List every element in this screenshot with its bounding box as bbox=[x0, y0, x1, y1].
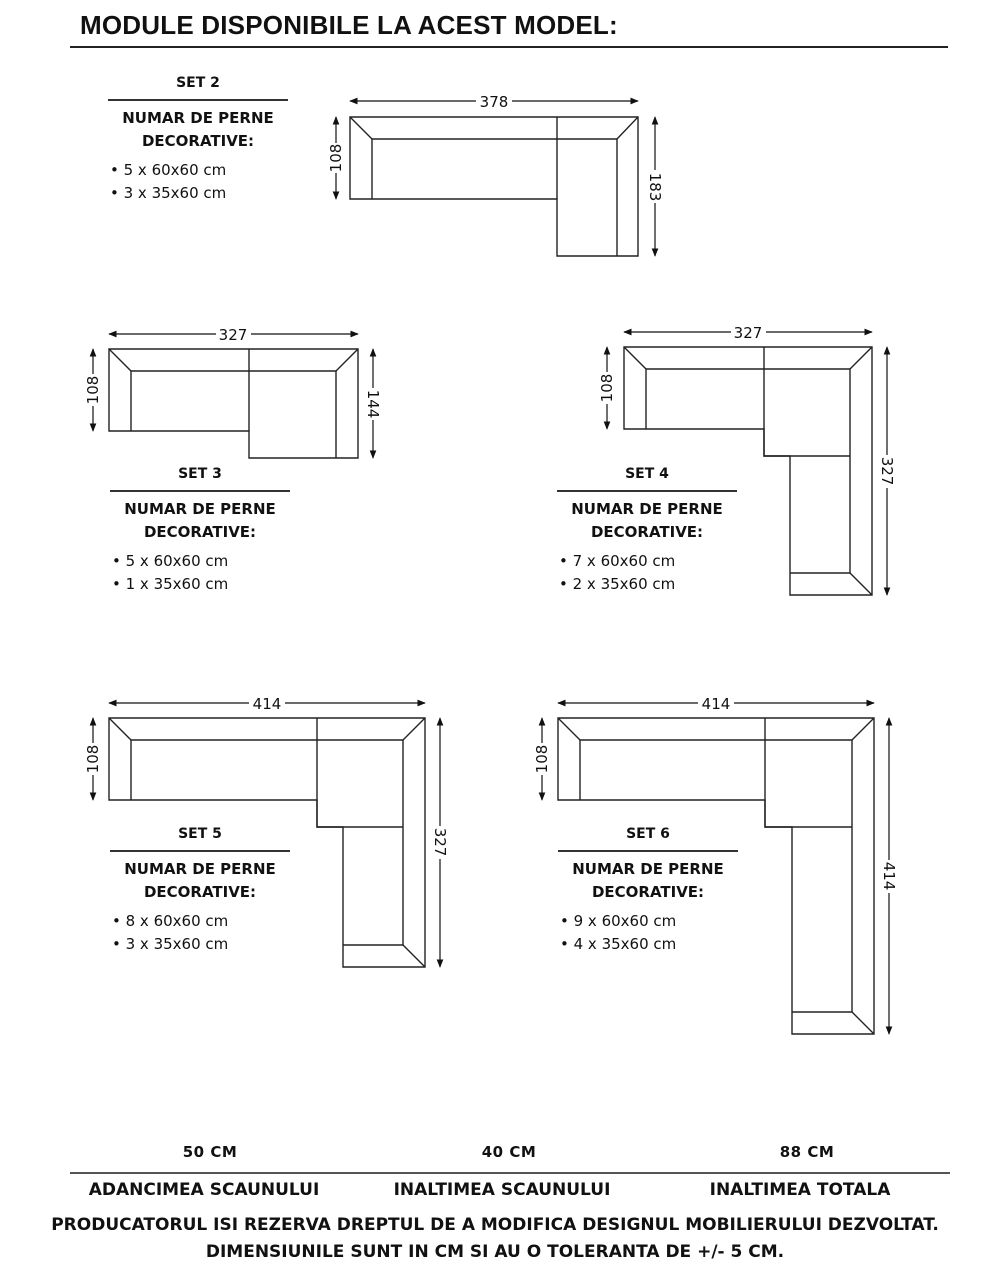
set-label: SET 2 bbox=[176, 75, 220, 91]
cushion-heading-line: NUMAR DE PERNE bbox=[571, 499, 723, 518]
seat-depth-value: 50 CM bbox=[182, 1143, 238, 1161]
set-3-depth-dim: 108 bbox=[84, 376, 102, 405]
set-3-width-dim: 327 bbox=[219, 326, 248, 344]
set-2-diagram bbox=[349, 116, 639, 257]
cushion-heading: NUMAR DE PERNE DECORATIVE: bbox=[110, 498, 290, 544]
total-height-value: 88 CM bbox=[779, 1143, 835, 1161]
cushion-list: 5 x 60x60 cm 1 x 35x60 cm bbox=[112, 550, 290, 596]
list-item: 3 x 35x60 cm bbox=[110, 182, 288, 205]
set-3-info: SET 3 NUMAR DE PERNE DECORATIVE: 5 x 60x… bbox=[110, 466, 290, 596]
list-item: 2 x 35x60 cm bbox=[559, 573, 737, 596]
set-label: SET 4 bbox=[625, 466, 669, 482]
cushion-heading-line: DECORATIVE: bbox=[143, 522, 257, 541]
set-divider bbox=[110, 850, 290, 852]
set-divider bbox=[558, 850, 738, 852]
set-4-depth-dim: 108 bbox=[598, 374, 616, 403]
set-2-side-dim: 183 bbox=[646, 173, 664, 202]
cushion-heading-line: DECORATIVE: bbox=[141, 131, 255, 150]
set-6-depth-dim: 108 bbox=[533, 745, 551, 774]
seat-height-value: 40 CM bbox=[481, 1143, 537, 1161]
set-4-diagram bbox=[623, 346, 873, 596]
cushion-heading-line: NUMAR DE PERNE bbox=[122, 108, 274, 127]
cushion-heading-line: NUMAR DE PERNE bbox=[124, 499, 276, 518]
list-item: 4 x 35x60 cm bbox=[560, 933, 738, 956]
set-label: SET 5 bbox=[178, 826, 222, 842]
set-6-info: SET 6 NUMAR DE PERNE DECORATIVE: 9 x 60x… bbox=[558, 826, 738, 956]
list-item: 3 x 35x60 cm bbox=[112, 933, 290, 956]
set-5-diagram bbox=[108, 717, 426, 968]
set-3-diagram bbox=[108, 348, 359, 459]
set-5-side-dim: 327 bbox=[431, 828, 449, 857]
set-6-side-dim: 414 bbox=[880, 862, 898, 891]
set-5-depth-dim: 108 bbox=[84, 745, 102, 774]
set-2-depth-dim: 108 bbox=[327, 144, 345, 173]
list-item: 7 x 60x60 cm bbox=[559, 550, 737, 573]
list-item: 9 x 60x60 cm bbox=[560, 910, 738, 933]
set-divider bbox=[557, 490, 737, 492]
set-4-width-dim: 327 bbox=[734, 324, 763, 342]
cushion-heading: NUMAR DE PERNE DECORATIVE: bbox=[558, 858, 738, 904]
list-item: 8 x 60x60 cm bbox=[112, 910, 290, 933]
cushion-heading-line: DECORATIVE: bbox=[590, 522, 704, 541]
cushion-heading-line: DECORATIVE: bbox=[143, 882, 257, 901]
set-2-info: SET 2 NUMAR DE PERNE DECORATIVE: 5 x 60x… bbox=[108, 75, 288, 205]
seat-height-label: INALTIMEA SCAUNULUI bbox=[393, 1180, 611, 1200]
cushion-heading: NUMAR DE PERNE DECORATIVE: bbox=[110, 858, 290, 904]
specs-divider bbox=[70, 1172, 950, 1174]
set-5-info: SET 5 NUMAR DE PERNE DECORATIVE: 8 x 60x… bbox=[110, 826, 290, 956]
set-divider bbox=[108, 99, 288, 101]
page-title: MODULE DISPONIBILE LA ACEST MODEL: bbox=[80, 10, 618, 40]
disclaimer-line-1: PRODUCATORUL ISI REZERVA DREPTUL DE A MO… bbox=[51, 1215, 939, 1235]
seat-depth-label: ADANCIMEA SCAUNULUI bbox=[88, 1180, 320, 1200]
set-divider bbox=[110, 490, 290, 492]
list-item: 1 x 35x60 cm bbox=[112, 573, 290, 596]
cushion-list: 7 x 60x60 cm 2 x 35x60 cm bbox=[559, 550, 737, 596]
cushion-list: 9 x 60x60 cm 4 x 35x60 cm bbox=[560, 910, 738, 956]
set-5-width-dim: 414 bbox=[253, 695, 282, 713]
cushion-heading: NUMAR DE PERNE DECORATIVE: bbox=[108, 107, 288, 153]
disclaimer-line-2: DIMENSIUNILE SUNT IN CM SI AU O TOLERANT… bbox=[205, 1242, 785, 1262]
cushion-heading: NUMAR DE PERNE DECORATIVE: bbox=[557, 498, 737, 544]
set-4-side-dim: 327 bbox=[878, 457, 896, 486]
total-height-label: INALTIMEA TOTALA bbox=[709, 1180, 891, 1200]
set-6-diagram bbox=[557, 717, 875, 1035]
set-4-info: SET 4 NUMAR DE PERNE DECORATIVE: 7 x 60x… bbox=[557, 466, 737, 596]
cushion-heading-line: NUMAR DE PERNE bbox=[572, 859, 724, 878]
set-2-width-dim: 378 bbox=[480, 93, 509, 111]
cushion-list: 5 x 60x60 cm 3 x 35x60 cm bbox=[110, 159, 288, 205]
set-label: SET 3 bbox=[178, 466, 222, 482]
set-3-side-dim: 144 bbox=[364, 390, 382, 419]
list-item: 5 x 60x60 cm bbox=[110, 159, 288, 182]
list-item: 5 x 60x60 cm bbox=[112, 550, 290, 573]
set-label: SET 6 bbox=[626, 826, 670, 842]
set-6-width-dim: 414 bbox=[702, 695, 731, 713]
cushion-heading-line: NUMAR DE PERNE bbox=[124, 859, 276, 878]
cushion-list: 8 x 60x60 cm 3 x 35x60 cm bbox=[112, 910, 290, 956]
title-divider bbox=[70, 46, 948, 48]
cushion-heading-line: DECORATIVE: bbox=[591, 882, 705, 901]
